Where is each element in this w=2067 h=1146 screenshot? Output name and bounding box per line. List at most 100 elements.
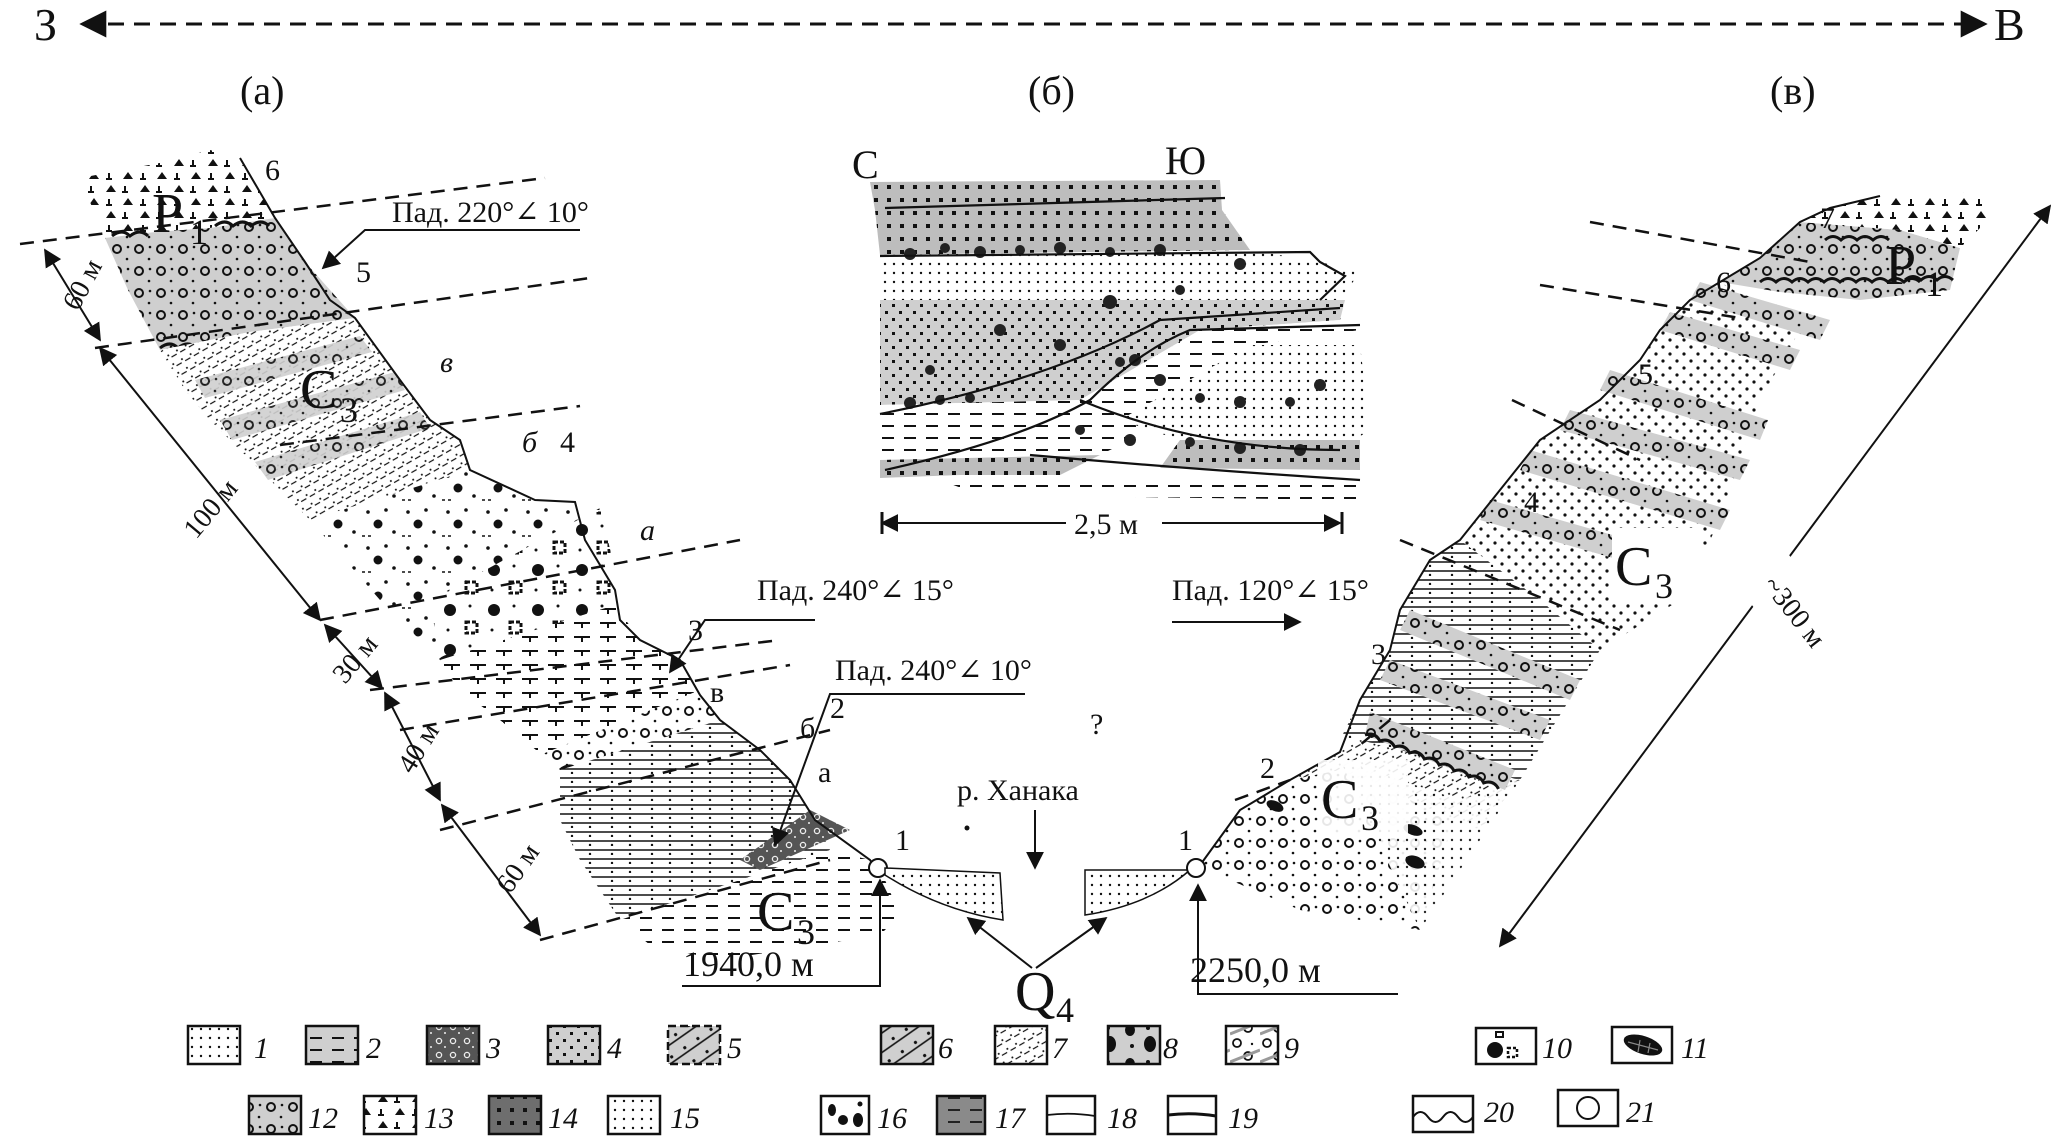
unit-c-1: 1 [1178, 824, 1193, 857]
river-dot [964, 825, 970, 831]
svg-text:Q: Q [1015, 961, 1055, 1023]
svg-text:4: 4 [1056, 990, 1074, 1030]
legend-item-16: 16 [819, 1094, 907, 1136]
svg-text:15: 15 [670, 1102, 700, 1135]
svg-text:Пад. 240°∠ 10°: Пад. 240°∠ 10° [835, 654, 1032, 687]
layer-a-unit1 [620, 850, 900, 960]
svg-text:2: 2 [366, 1032, 381, 1065]
elevation-a: 1940,0 м [683, 944, 814, 984]
layer-a-unit6 [80, 150, 275, 238]
panel-b-label: (б) [1028, 68, 1075, 113]
legend-item-8: 8 [1106, 1024, 1178, 1066]
svg-text:3: 3 [1655, 566, 1673, 606]
svg-text:P: P [1885, 235, 1916, 297]
unit-a-5: 5 [356, 256, 371, 289]
unit-c-3: 3 [1371, 638, 1386, 671]
svg-text:8: 8 [1163, 1032, 1178, 1065]
unit-a-6: 6 [265, 154, 280, 187]
unit-c-4: 4 [1524, 486, 1539, 519]
river-label: р. Ханака [957, 774, 1079, 807]
svg-text:11: 11 [1681, 1032, 1709, 1065]
svg-text:Пад. 120°∠ 15°: Пад. 120°∠ 15° [1172, 574, 1369, 607]
layer-a-unit5 [105, 218, 355, 350]
unit-c-6: 6 [1716, 266, 1731, 299]
svg-text:C: C [757, 881, 794, 943]
scale-label: 2,5 м [1074, 508, 1138, 541]
svg-text:3: 3 [340, 390, 358, 430]
section-b: С Ю 2,5 м [852, 138, 1370, 541]
svg-text:5: 5 [727, 1032, 742, 1065]
alluvium-right [1084, 869, 1192, 916]
elevation-c: 2250,0 м [1190, 950, 1321, 990]
q4-arrow-right [1035, 916, 1108, 969]
strat-label-a-c3-lower: C 3 [757, 881, 815, 952]
svg-text:7: 7 [1052, 1032, 1069, 1065]
svg-text:P: P [152, 183, 183, 245]
strat-label-q4: Q 4 [1015, 961, 1074, 1030]
svg-text:3: 3 [485, 1032, 501, 1065]
svg-text:3: 3 [797, 912, 815, 952]
strat-label-a-c3-upper: C 3 [300, 359, 358, 430]
legend-item-12: 12 [247, 1094, 338, 1136]
legend-item-19: 19 [1166, 1094, 1258, 1136]
legend-item-14: 14 [487, 1094, 578, 1136]
svg-text:17: 17 [995, 1102, 1027, 1135]
legend-item-3: 3 [425, 1024, 501, 1066]
legend-item-13: 13 [362, 1094, 454, 1136]
sample-point-c [1186, 858, 1206, 878]
svg-text:6: 6 [938, 1032, 953, 1065]
unconformity-c-2 [1364, 732, 1500, 790]
valley: р. Ханака ? Q 4 [884, 708, 1192, 1030]
svg-text:1: 1 [1925, 264, 1943, 304]
subunit-a2-a: а [818, 756, 831, 789]
thickness-dimensions-a [44, 248, 542, 937]
thickness-a-2: 100 м [178, 473, 245, 544]
unit-c-5: 5 [1638, 358, 1653, 391]
panel-c-label: (в) [1770, 68, 1816, 113]
east-label: В [1994, 0, 2025, 50]
svg-text:13: 13 [424, 1102, 454, 1135]
unit-c-2: 2 [1260, 752, 1275, 785]
legend-item-20: 20 [1411, 1094, 1514, 1134]
legend-item-7: 7 [993, 1024, 1069, 1066]
legend-item-4: 4 [546, 1024, 622, 1066]
unit-a-1: 1 [895, 824, 910, 857]
dip-annotation-c: Пад. 120°∠ 15° [1172, 574, 1369, 631]
legend: 1 2 3 4 5 6 7 8 [186, 1024, 1709, 1136]
layer-a-unit2 [560, 720, 830, 920]
svg-text:3: 3 [1361, 798, 1379, 838]
svg-text:C: C [1321, 769, 1358, 831]
unit-c-7: 7 [1820, 202, 1835, 235]
subunit-a4-b: б [522, 426, 538, 459]
svg-text:12: 12 [308, 1102, 338, 1135]
thickness-a-5: 60 м [490, 838, 546, 899]
svg-text:16: 16 [877, 1102, 907, 1135]
section-c: ~300 м 7 6 5 4 3 2 1 P 1 C 3 C 3 Пад. 12… [1172, 192, 2052, 995]
svg-text:14: 14 [548, 1102, 578, 1135]
layer-a-unit3-lens [540, 690, 720, 775]
legend-item-18: 18 [1045, 1094, 1137, 1136]
concretion-3 [1405, 855, 1425, 869]
svg-text:18: 18 [1107, 1102, 1137, 1135]
subunit-a2-b: б [800, 712, 815, 745]
unit-a-4: 4 [560, 426, 575, 459]
dip-annotation-a-2: Пад. 240°∠ 15° [668, 574, 954, 674]
legend-item-10: 10 [1474, 1026, 1572, 1066]
svg-text:4: 4 [607, 1032, 622, 1065]
concretion-2 [1403, 824, 1423, 836]
concretion-1 [1266, 800, 1284, 812]
svg-text:9: 9 [1284, 1032, 1299, 1065]
alluvium-left [884, 867, 1004, 921]
section-a: 60 м 100 м 30 м 40 м 60 м 6 5 4 3 2 1 в … [19, 150, 1032, 987]
legend-item-15: 15 [606, 1094, 700, 1136]
question-mark: ? [1090, 708, 1103, 741]
thickness-a-4: 40 м [392, 717, 446, 778]
legend-item-2: 2 [304, 1024, 381, 1066]
svg-text:Пад. 220°∠ 10°: Пад. 220°∠ 10° [392, 196, 589, 229]
svg-text:C: C [1615, 536, 1652, 598]
subunit-a4-v: в [440, 346, 453, 379]
legend-item-9: 9 [1224, 1024, 1299, 1066]
legend-item-5: 5 [666, 1024, 742, 1066]
grey-bands-c-unit3 [1365, 610, 1580, 790]
